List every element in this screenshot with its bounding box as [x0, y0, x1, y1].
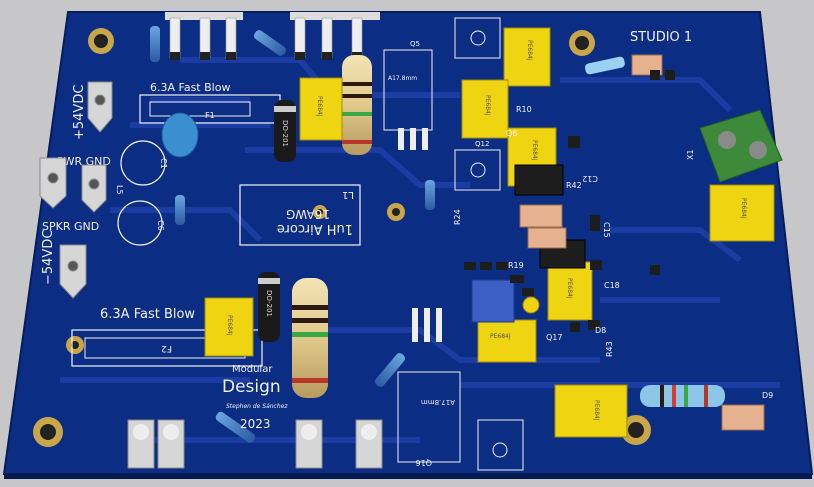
inductor-l1: 1uH Aircore 16AWG L1 — [239, 184, 361, 246]
neg-supply-label: −54VDC — [41, 230, 56, 285]
svg-text:PE684J: PE684J — [526, 40, 533, 61]
film-cap-2: PE684J — [503, 27, 551, 87]
brand-tagline: Stephen de Sánchez — [226, 403, 288, 410]
brand-logo: Modular Design Stephen de Sánchez 2023 — [222, 364, 288, 431]
transistor-top-right — [454, 17, 501, 59]
svg-text:Q16: Q16 — [416, 458, 432, 467]
film-cap-3: PE684J — [461, 79, 509, 139]
svg-text:Q5: Q5 — [410, 40, 420, 48]
svg-text:DO-201: DO-201 — [265, 290, 273, 317]
svg-text:PE684J: PE684J — [490, 333, 511, 340]
spkr-gnd-label: SPKR GND — [42, 220, 99, 233]
film-cap-1: PE684J — [299, 77, 343, 141]
board-title: STUDIO 1 — [630, 30, 692, 45]
svg-text:D8: D8 — [595, 326, 606, 335]
svg-text:A17.8mm: A17.8mm — [388, 75, 417, 82]
svg-text:R10: R10 — [516, 105, 532, 114]
electrolytic-caps — [117, 140, 166, 246]
fuse1-label: 6.3A Fast Blow — [150, 81, 230, 94]
svg-text:A17.8mm: A17.8mm — [421, 398, 455, 406]
fuse2-label: 6.3A Fast Blow — [100, 307, 195, 322]
svg-text:PE684J: PE684J — [316, 96, 323, 117]
ref-labels: R10 Q6 R42 C12 C15 C18 D8 R43 Q17 R24 R1… — [453, 105, 773, 400]
svg-text:R24: R24 — [453, 209, 462, 225]
pos-supply-label: +54VDC — [72, 85, 87, 140]
svg-text:X1: X1 — [686, 149, 695, 160]
inductor-line1: 1uH Aircore — [277, 221, 353, 236]
film-cap-6: PE684J — [204, 297, 254, 357]
svg-text:PE684J: PE684J — [531, 140, 538, 161]
svg-text:PE684J: PE684J — [740, 198, 747, 219]
brand-small: Modular — [232, 364, 273, 375]
film-cap-7: PE684J — [547, 261, 593, 321]
screw-terminal-x1: X1 — [686, 109, 783, 183]
film-cap-5: PE684J — [709, 184, 775, 242]
svg-text:Q17: Q17 — [546, 333, 562, 342]
svg-text:Q6: Q6 — [506, 129, 517, 138]
smd-parts — [464, 70, 675, 332]
svg-text:PE684J: PE684J — [484, 95, 491, 116]
film-caps: PE684J PE684J PE684J PE684J PE684J PE684… — [204, 27, 775, 438]
svg-text:C18: C18 — [604, 281, 620, 290]
svg-text:C12: C12 — [582, 174, 598, 183]
pcb-board-edge — [4, 474, 812, 479]
svg-text:R42: R42 — [566, 181, 582, 190]
svg-text:D9: D9 — [762, 391, 773, 400]
svg-text:PE684J: PE684J — [593, 400, 600, 421]
svg-text:Q12: Q12 — [475, 140, 489, 148]
svg-text:R19: R19 — [508, 261, 524, 270]
top-headers — [165, 12, 380, 60]
transistor-q16: Q16 A17.8mm — [397, 308, 461, 467]
diode-top: DO-201 — [274, 100, 296, 162]
transistor-q5: Q5 A17.8mm — [383, 40, 433, 150]
l5-label: L5 — [115, 185, 124, 195]
svg-text:C15: C15 — [602, 222, 611, 238]
trimmer-pot — [471, 279, 540, 323]
power-resistor-bottom — [292, 278, 328, 398]
f1-label: F1 — [205, 111, 215, 120]
film-cap-9: PE684J — [554, 384, 628, 438]
fuse-f1: 6.3A Fast Blow F1 — [139, 81, 281, 124]
transistor-q12: Q12 — [454, 140, 501, 191]
power-resistor-right — [640, 385, 725, 407]
board-year: 2023 — [240, 417, 271, 431]
pink-resistors — [519, 54, 765, 431]
diode-bottom: DO-201 — [258, 272, 280, 342]
brand-big: Design — [222, 377, 281, 397]
inductor-line2: 16AWG — [286, 207, 330, 221]
inductor-ref: L1 — [342, 189, 354, 200]
ceramic-capacitor — [161, 112, 199, 158]
svg-text:PE684J: PE684J — [226, 315, 233, 336]
svg-text:PE684J: PE684J — [566, 278, 573, 299]
c1-label: C1 — [159, 158, 168, 169]
small-resistors — [150, 26, 625, 443]
svg-text:R43: R43 — [605, 341, 614, 357]
c6-label: C6 — [156, 220, 165, 231]
transistor-bottom-center — [477, 419, 524, 471]
power-resistor-top — [342, 55, 372, 155]
svg-text:DO-201: DO-201 — [281, 120, 289, 147]
film-cap-8: PE684J — [477, 319, 537, 363]
f2-label: F2 — [161, 343, 172, 353]
spade-tabs — [133, 424, 377, 440]
